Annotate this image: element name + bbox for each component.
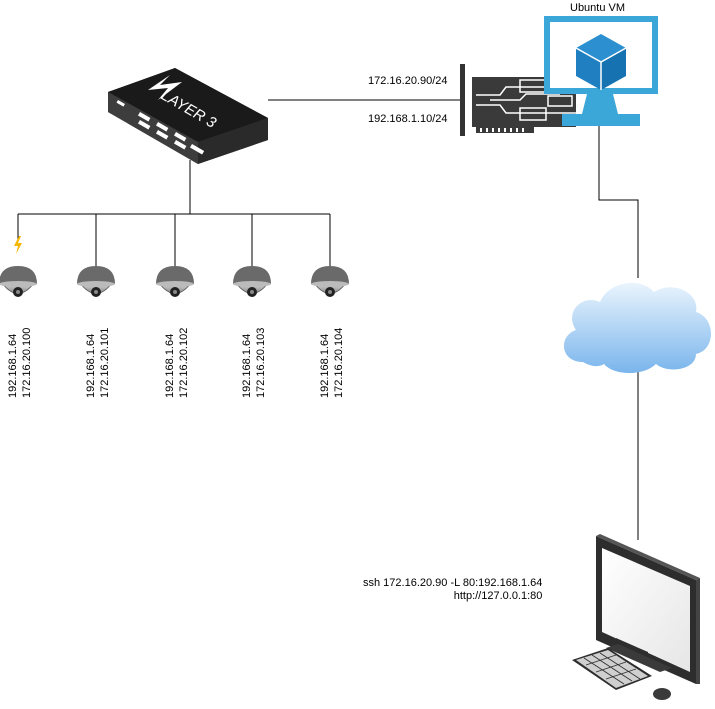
camera-ip-primary: 192.168.1.64 [85, 333, 97, 398]
vm-to-cloud-link [598, 126, 639, 278]
local-url: http://127.0.0.1:80 [453, 590, 543, 602]
camera-ip-primary: 192.168.1.64 [7, 333, 19, 398]
dome-camera-icon[interactable] [311, 266, 349, 297]
camera-ip-secondary: 172.16.20.102 [178, 327, 190, 398]
nic-ip-bottom: 192.168.1.10/24 [368, 113, 448, 125]
lightning-bolt-icon [14, 236, 22, 254]
connection-lines [17, 99, 639, 540]
camera-ip-secondary: 172.16.20.100 [21, 327, 33, 398]
camera-ip-primary: 192.168.1.64 [241, 333, 253, 398]
camera-ip-primary: 192.168.1.64 [319, 333, 331, 398]
nic-ip-top: 172.16.20.90/24 [368, 75, 448, 87]
ssh-command: ssh 172.16.20.90 -L 80:192.168.1.64 [363, 577, 543, 589]
camera-ip-primary: 192.168.1.64 [164, 333, 176, 398]
dome-camera-icon[interactable] [77, 266, 115, 297]
keyboard-icon [572, 648, 652, 690]
camera-ip-secondary: 172.16.20.101 [99, 327, 111, 398]
cube-icon [575, 34, 627, 90]
camera-ip-secondary: 172.16.20.104 [333, 327, 345, 398]
client-command-block: ssh 172.16.20.90 -L 80:192.168.1.64 http… [363, 577, 542, 603]
network-card-icon[interactable] [460, 64, 576, 136]
vm-title: Ubuntu VM [570, 2, 626, 14]
dome-camera-icon[interactable] [156, 266, 194, 297]
dome-camera-icon[interactable] [0, 266, 37, 297]
vm-monitor-icon[interactable] [544, 16, 658, 126]
cloud-icon [563, 282, 711, 373]
dome-camera-icon[interactable] [233, 266, 271, 297]
desktop-computer-icon[interactable] [572, 534, 700, 700]
mouse-icon [653, 688, 671, 700]
camera-group [0, 236, 349, 297]
layer3-switch-icon[interactable]: LAYER 3 [108, 68, 268, 164]
camera-ip-secondary: 172.16.20.103 [255, 327, 267, 398]
